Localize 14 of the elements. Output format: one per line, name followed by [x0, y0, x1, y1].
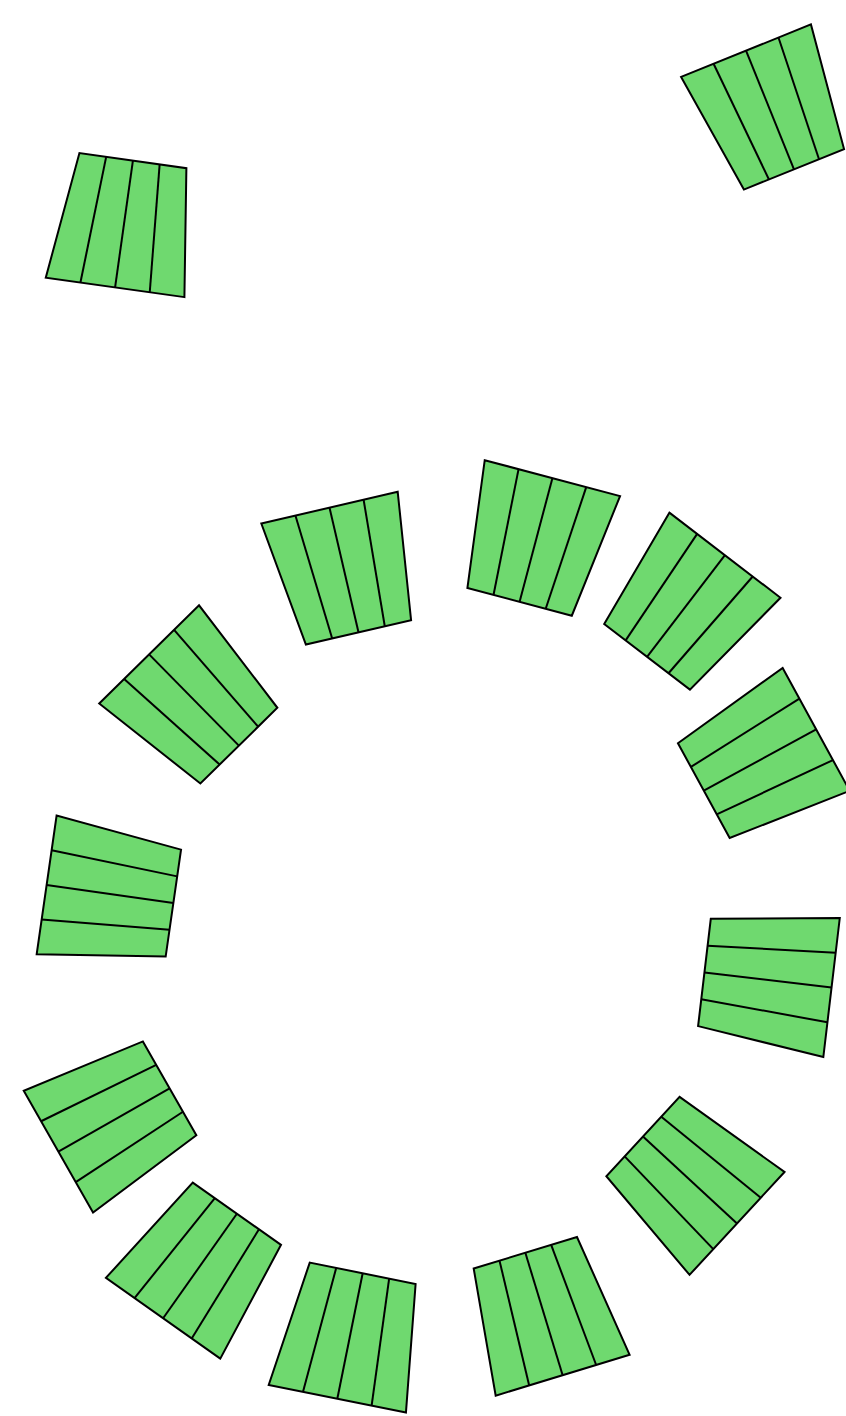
- magnet-segment: [260, 490, 413, 646]
- magnet-segment: [466, 458, 622, 617]
- magnet-segment: [697, 917, 841, 1059]
- magnet-segment: [676, 666, 846, 840]
- magnet-segment: [472, 1235, 631, 1397]
- magnet-segment: [97, 603, 279, 785]
- magnet-segment: [104, 1181, 283, 1361]
- magnet-segment: [22, 1040, 198, 1214]
- magnet-segment: [602, 511, 782, 691]
- magnet-segment: [679, 23, 846, 191]
- magnet-segment: [605, 1095, 786, 1277]
- magnet-segment: [35, 814, 183, 958]
- magnet-segment: [44, 152, 188, 299]
- magnet-segment: [267, 1261, 417, 1414]
